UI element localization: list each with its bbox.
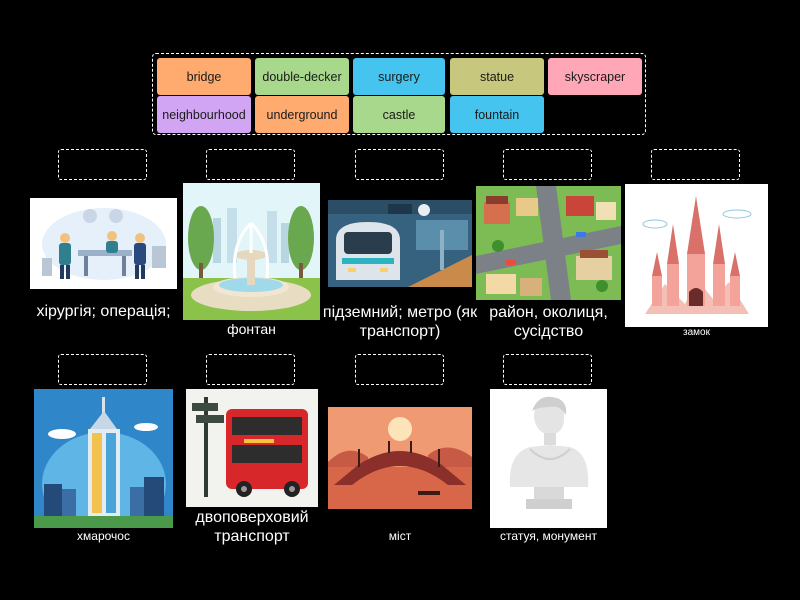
fountain-caption: фонтан [227, 321, 276, 337]
neighbourhood-caption: район, околиця, сусідство [489, 304, 608, 341]
double-decker-image [186, 389, 318, 507]
skyscraper-image [34, 389, 173, 528]
tile-bridge[interactable]: bridge [157, 58, 251, 95]
drop-slot-double-decker[interactable] [206, 354, 295, 385]
tile-fountain[interactable]: fountain [450, 96, 544, 133]
tile-statue[interactable]: statue [450, 58, 544, 95]
drop-slot-underground[interactable] [355, 149, 444, 180]
tile-double-decker[interactable]: double-decker [255, 58, 349, 95]
word-bank [152, 53, 646, 135]
skyscraper-caption: хмарочос [77, 529, 130, 543]
bridge-image [328, 407, 472, 509]
drop-slot-neighbourhood[interactable] [503, 149, 592, 180]
double-decker-caption: двоповерховий транспорт [195, 509, 309, 546]
statue-caption: статуя, монумент [500, 529, 597, 543]
drop-slot-castle[interactable] [651, 149, 740, 180]
underground-image [328, 200, 472, 287]
drop-slot-skyscraper[interactable] [58, 354, 147, 385]
underground-caption: підземний; метро (як транспорт) [322, 304, 478, 341]
tile-surgery[interactable]: surgery [353, 58, 445, 95]
tile-castle[interactable]: castle [353, 96, 445, 133]
surgery-caption: хірургія; операція; [36, 303, 171, 320]
tile-neighbourhood[interactable]: neighbourhood [157, 96, 251, 133]
surgery-image [30, 198, 177, 289]
tile-skyscraper[interactable]: skyscraper [548, 58, 642, 95]
statue-image [490, 389, 607, 528]
neighbourhood-image [476, 186, 621, 300]
bridge-caption: міст [388, 529, 412, 543]
drop-slot-fountain[interactable] [206, 149, 295, 180]
tile-underground[interactable]: underground [255, 96, 349, 133]
drop-slot-surgery[interactable] [58, 149, 147, 180]
drop-slot-bridge[interactable] [355, 354, 444, 385]
castle-image [625, 184, 768, 327]
fountain-image [183, 183, 320, 320]
drop-slot-statue[interactable] [503, 354, 592, 385]
castle-caption: замок [683, 327, 710, 338]
